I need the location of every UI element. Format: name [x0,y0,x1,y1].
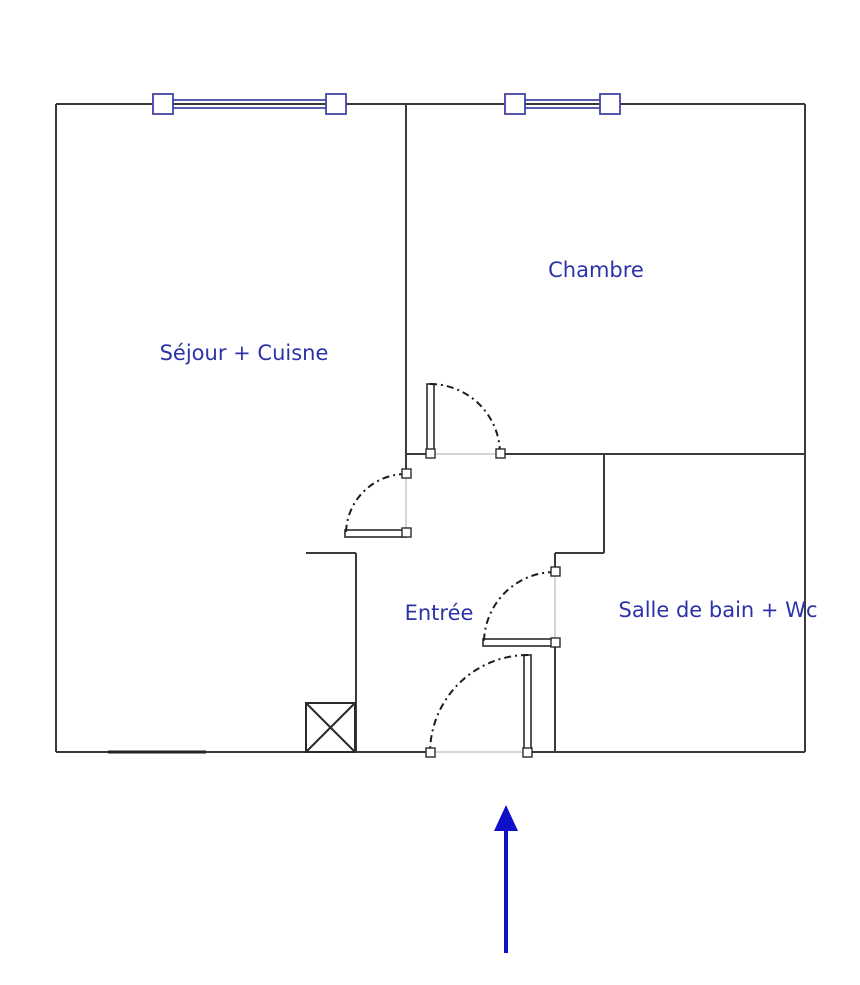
room-label-sejour: Séjour + Cuisne [160,341,329,365]
room-label-entree: Entrée [405,601,474,625]
room-label-chambre: Chambre [548,258,644,282]
door-swing-icon [425,383,506,459]
room-label-salle-de-bain: Salle de bain + Wc [619,598,818,622]
window-icon [504,93,621,115]
door-swing-icon [344,468,412,538]
interior-walls [306,104,805,752]
door-swing-icon [425,654,533,758]
door-swing-icon [482,566,561,648]
arrow-up-icon [494,805,518,953]
exterior-walls [55,103,806,754]
window-icon [152,93,347,115]
ventilation-duct-icon [305,702,356,753]
